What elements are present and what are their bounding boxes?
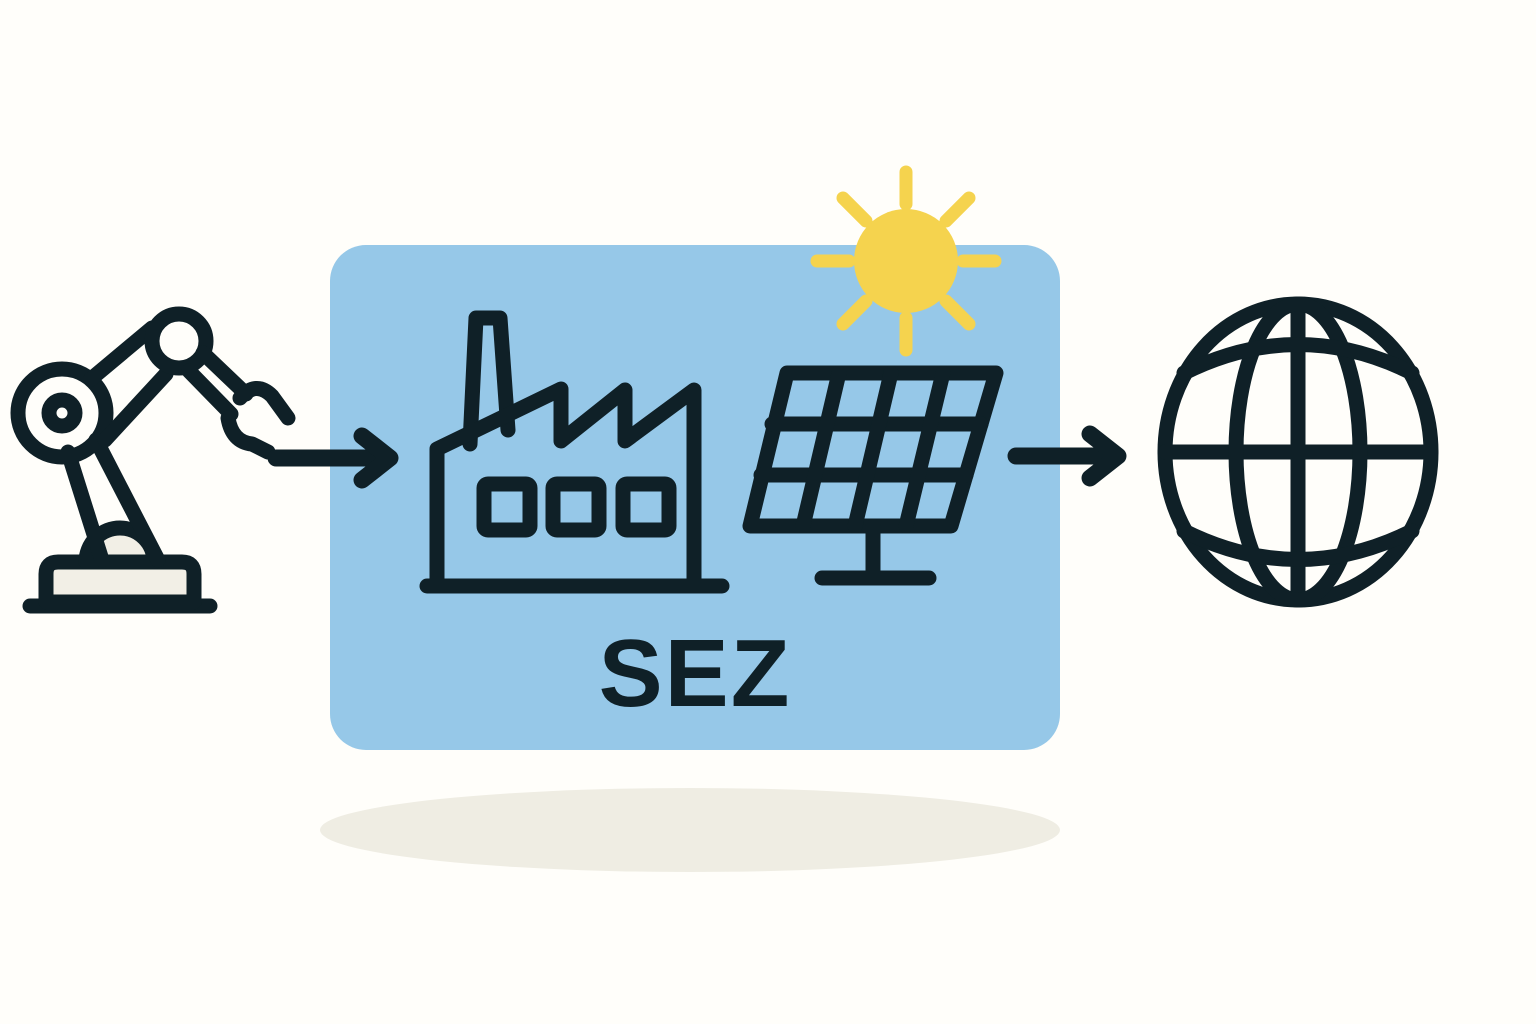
robot-lower-arm-right xyxy=(88,432,166,568)
sun-ray-ne xyxy=(939,191,976,228)
solar-panel-icon[interactable] xyxy=(742,365,1004,586)
factory-window-2 xyxy=(545,476,607,538)
solar-panel-col-divider-1 xyxy=(795,365,847,534)
factory-body-outline xyxy=(429,381,702,594)
ground-shadow xyxy=(320,788,1060,872)
factory-window-3 xyxy=(615,476,677,538)
robot-shoulder-hub xyxy=(41,392,83,434)
arrow-right-icon-right[interactable] xyxy=(1007,425,1127,487)
arrow-right-head xyxy=(1081,425,1127,487)
robot-upper-arm-top xyxy=(83,320,160,387)
sun-ray-sw xyxy=(836,294,873,331)
sun-disc xyxy=(854,209,958,313)
robot-forearm-top xyxy=(195,345,254,402)
sun-icon[interactable] xyxy=(810,165,1002,357)
factory-chimney xyxy=(462,310,516,452)
sun-rays xyxy=(810,165,1002,357)
arrow-left-head xyxy=(353,427,399,489)
sez-label: SEZ xyxy=(598,620,792,727)
robot-elbow-joint xyxy=(144,306,214,376)
robot-lower-arm-left xyxy=(60,444,110,568)
robot-base-plinth xyxy=(38,554,202,610)
factory-window-1 xyxy=(476,476,538,538)
sun-ray-nw xyxy=(836,191,873,228)
globe-latitude-south xyxy=(1176,523,1420,567)
solar-panel-col-divider-3 xyxy=(898,365,951,534)
globe-latitude-north xyxy=(1176,337,1420,381)
globe-meridian-inner xyxy=(1228,296,1368,608)
industrial-robot-arm-icon[interactable] xyxy=(10,306,296,614)
solar-panel-col-divider-2 xyxy=(847,365,899,534)
robot-shoulder-joint xyxy=(10,361,114,465)
factory-icon[interactable] xyxy=(419,310,730,594)
arrow-right-icon-left[interactable] xyxy=(267,427,399,489)
globe-icon[interactable] xyxy=(1157,296,1439,608)
robot-forearm-bottom xyxy=(181,363,239,422)
sun-ray-se xyxy=(939,294,976,331)
robot-upper-arm-bottom xyxy=(97,366,174,448)
robot-gripper-upper-finger xyxy=(232,381,296,426)
robot-gripper-lower-finger xyxy=(220,410,276,460)
